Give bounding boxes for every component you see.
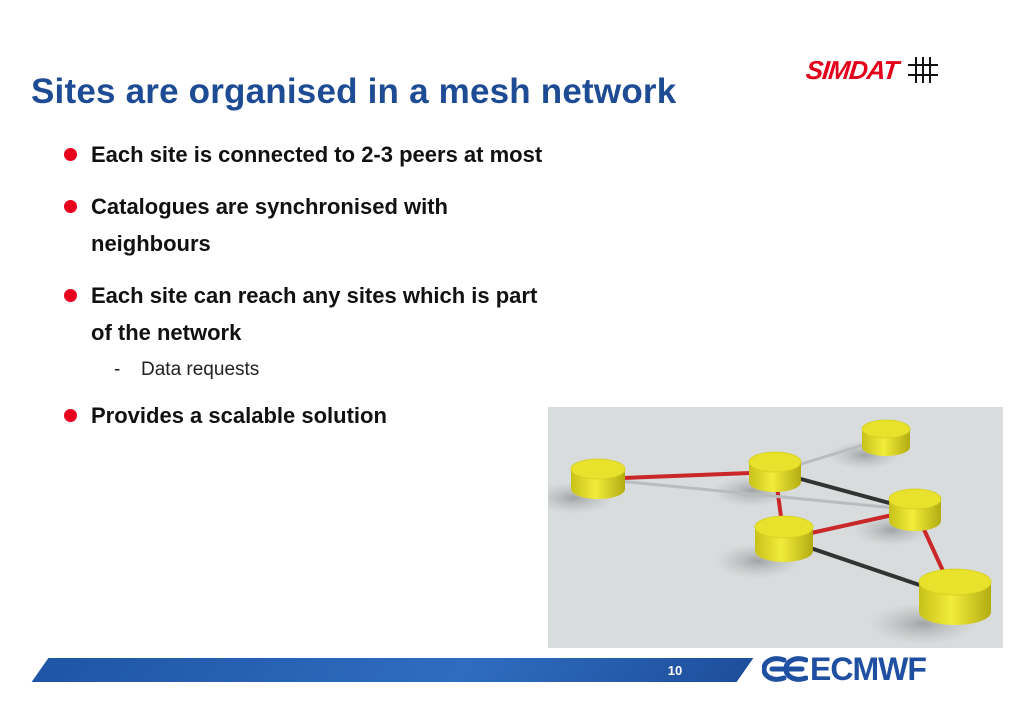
cylinder-top [888, 488, 942, 510]
sub-bullet-text: Data requests [141, 359, 260, 380]
network-link [596, 477, 917, 512]
mesh-network-image [533, 407, 1003, 648]
cylinder-top [861, 419, 911, 439]
bullet-text: Provides a scalable solution [91, 403, 387, 428]
site-top-right-cylinder [861, 419, 911, 456]
bullet-dot-icon [64, 289, 77, 302]
bullet-text: Catalogues are synchronised with neighbo… [91, 194, 448, 256]
sub-bullet-dash: - [114, 359, 121, 380]
cylinder-top [570, 458, 626, 480]
simdat-logo-word: SIMDAT [804, 54, 900, 85]
ecmwf-logo: ECMWF [762, 650, 927, 688]
site-bottom-right-cylinder [918, 568, 992, 625]
bullet-item: Each site can reach any sites which is p… [62, 277, 562, 351]
ecmwf-waves-icon [762, 656, 808, 682]
bullet-dot-icon [64, 200, 77, 213]
bullet-text: Each site is connected to 2-3 peers at m… [91, 142, 543, 167]
site-mid-lower-cylinder [754, 515, 814, 562]
simdat-logo: SIMDAT [804, 50, 940, 90]
cylinder-top [754, 515, 814, 539]
bullet-text: Each site can reach any sites which is p… [91, 283, 538, 345]
sub-bullet-item: - Data requests [62, 357, 562, 383]
bullet-item: Each site is connected to 2-3 peers at m… [62, 136, 562, 173]
footer-band [31, 658, 754, 682]
bullet-dot-icon [64, 148, 77, 161]
slide-title: Sites are organised in a mesh network [31, 72, 677, 111]
site-left-cylinder [570, 458, 626, 499]
site-center-cylinder [748, 451, 802, 492]
ecmwf-logo-word: ECMWF [810, 650, 927, 687]
bullet-item: Catalogues are synchronised with neighbo… [62, 188, 562, 262]
bullet-item: Provides a scalable solution [62, 397, 562, 434]
page-number: 10 [667, 663, 683, 678]
site-right-cylinder [888, 488, 942, 531]
bullet-dot-icon [64, 409, 77, 422]
cylinder-top [748, 451, 802, 473]
grid-icon [907, 57, 938, 83]
bullet-list: Each site is connected to 2-3 peers at m… [62, 136, 562, 449]
mesh-network-diagram [533, 419, 992, 645]
cylinder-top [918, 568, 992, 596]
footer-bar: 10 [0, 656, 1023, 686]
network-link [596, 470, 777, 481]
